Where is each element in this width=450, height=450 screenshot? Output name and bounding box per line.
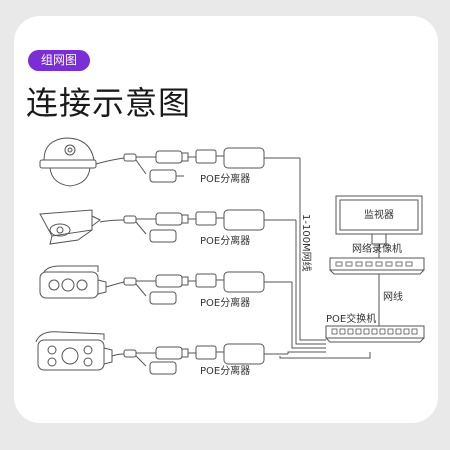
switch-label: POE交换机	[326, 312, 376, 325]
poe-switch-icon	[325, 325, 425, 343]
monitor-icon	[335, 195, 423, 258]
cable-row-1	[95, 147, 300, 183]
bullet-camera-icon	[39, 209, 101, 245]
page-title: 连接示意图	[26, 84, 192, 122]
cable-row-2	[99, 209, 296, 243]
poe-splitter-label: POE分离器	[200, 364, 250, 377]
poe-splitter-icon	[223, 147, 265, 169]
poe-splitter-icon	[223, 209, 265, 231]
monitor-label: 监视器	[364, 208, 394, 221]
ir-bullet-camera-icon	[39, 265, 107, 299]
link-label: 网线	[383, 290, 403, 303]
topology-badge: 组网图	[28, 50, 90, 71]
poe-splitter-icon	[223, 271, 265, 293]
poe-splitter-label: POE分离器	[200, 172, 250, 185]
cable-row-3	[105, 271, 292, 305]
nvr-label: 网络录像机	[352, 242, 402, 255]
diagram-card	[14, 16, 438, 423]
large-bullet-camera-icon	[35, 331, 113, 371]
poe-splitter-label: POE分离器	[200, 296, 250, 309]
poe-splitter-label: POE分离器	[200, 234, 250, 247]
poe-splitter-icon	[223, 343, 265, 365]
cable-label: 1-100M网线	[300, 214, 313, 272]
cable-row-4	[111, 343, 288, 375]
network-cable-bundle	[279, 158, 371, 359]
nvr-icon	[329, 257, 425, 275]
dome-camera-icon	[39, 137, 97, 187]
